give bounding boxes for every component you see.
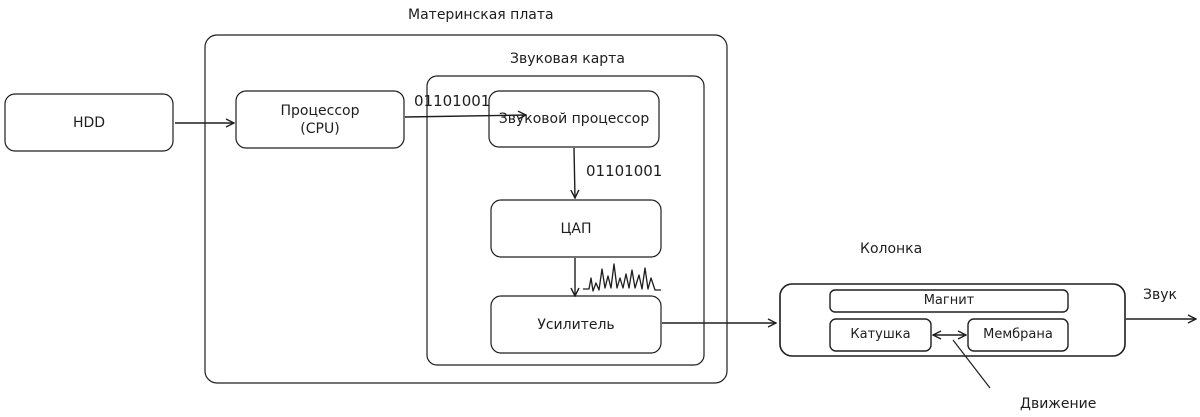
- speaker-container: [779, 283, 1126, 357]
- arrow-movement-pointer: [952, 339, 991, 389]
- cpu-label-line1: Процессор: [280, 102, 360, 119]
- membrane-label: Мембрана: [983, 327, 1053, 342]
- coil-box: [829, 318, 932, 352]
- motherboard-container: [204, 34, 728, 384]
- soundcard-container: [426, 75, 705, 366]
- analog-waveform-icon: [583, 263, 661, 292]
- motherboard-title: Материнская плата: [408, 7, 554, 23]
- speaker-title: Колонка: [860, 241, 923, 257]
- dac-label: ЦАП: [560, 220, 592, 237]
- movement-label: Движение: [1020, 396, 1097, 412]
- cpu-label-line2: (CPU): [300, 120, 340, 137]
- membrane-box: [967, 318, 1069, 352]
- hdd-box: [4, 93, 174, 152]
- hdd-label: HDD: [72, 114, 106, 131]
- binary-signal-top: 01101001: [414, 92, 491, 110]
- sound-processor-box: [488, 90, 660, 148]
- binary-signal-mid: 01101001: [586, 162, 663, 180]
- magnet-label: Магнит: [923, 293, 975, 308]
- arrow-sound-processor-to-dac: [574, 147, 575, 198]
- dac-box: [490, 199, 662, 258]
- cpu-label: Процессор (CPU): [236, 91, 404, 148]
- sound-output-label: Звук: [1143, 287, 1177, 303]
- arrow-cpu-to-sound-processor: [404, 115, 526, 117]
- cpu-box: [235, 90, 405, 149]
- soundcard-title: Звуковая карта: [510, 51, 625, 67]
- amplifier-label: Усилитель: [537, 316, 615, 333]
- coil-label: Катушка: [850, 327, 911, 342]
- magnet-box: [829, 289, 1069, 313]
- sound-processor-label: Звуковой процессор: [498, 111, 650, 127]
